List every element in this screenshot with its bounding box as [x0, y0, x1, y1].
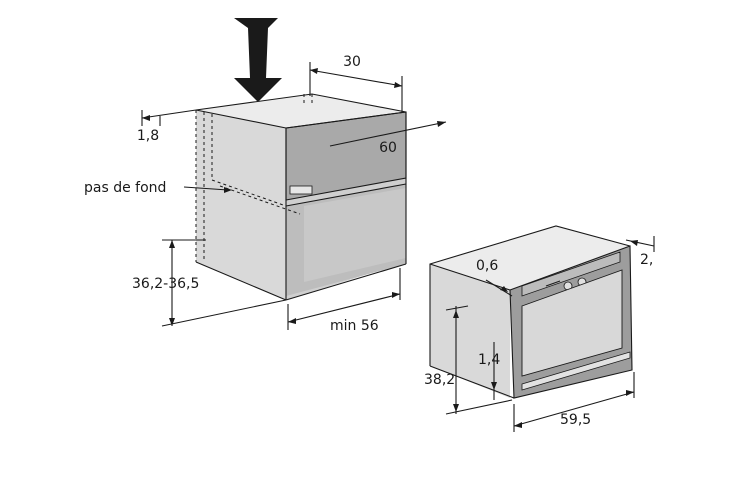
dimension-depth-top: 30 [309, 54, 403, 112]
label-depth-top: 30 [343, 54, 361, 70]
label-gap-left: 1,8 [137, 128, 159, 144]
dimension-oven-side: 2, [625, 236, 655, 268]
dimension-width-top: 60 [329, 121, 447, 156]
callout-no-back: pas de fond [84, 180, 232, 196]
drawer-handle [289, 185, 313, 195]
label-oven-gap-bottom: 1,4 [478, 352, 500, 368]
label-oven-width: 59,5 [560, 412, 591, 428]
oven-door-handle [521, 351, 631, 391]
oven-door-window [521, 269, 623, 377]
label-no-back: pas de fond [84, 180, 166, 196]
oven-control-panel [521, 251, 621, 297]
cabinet-unit [195, 93, 407, 301]
dimension-niche-height: 36,2-36,5 [132, 239, 287, 327]
dimension-oven-height: 38,2 [424, 305, 513, 415]
dimension-oven-gap-bottom: 1,4 [478, 342, 500, 400]
dimension-oven-width: 59,5 [513, 372, 635, 432]
dimension-gap-left: 1,8 [137, 109, 197, 144]
label-niche-width: min 56 [330, 318, 379, 334]
label-niche-height: 36,2-36,5 [132, 276, 199, 292]
dimension-oven-gap-top: 0,6 [476, 258, 513, 297]
down-arrow-icon [234, 18, 282, 102]
oven-unit [429, 225, 633, 399]
label-oven-gap-top: 0,6 [476, 258, 498, 274]
label-oven-height: 38,2 [424, 372, 455, 388]
label-oven-side: 2, [640, 252, 653, 268]
dimension-niche-width: min 56 [287, 268, 401, 334]
label-width-top: 60 [379, 140, 397, 156]
